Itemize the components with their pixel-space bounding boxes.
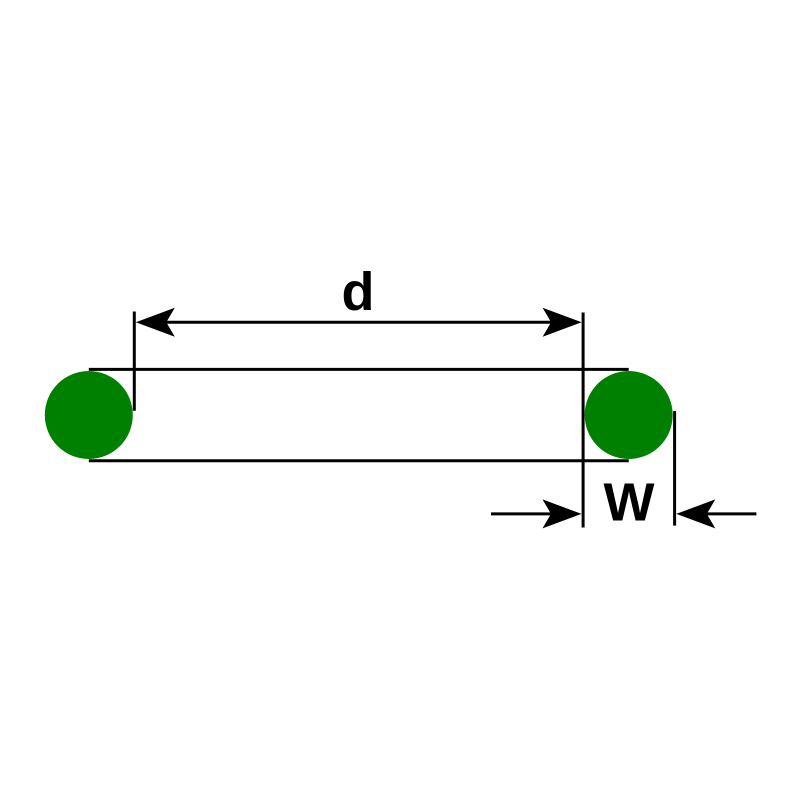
svg-text:W: W: [604, 473, 655, 533]
svg-text:d: d: [342, 262, 375, 322]
